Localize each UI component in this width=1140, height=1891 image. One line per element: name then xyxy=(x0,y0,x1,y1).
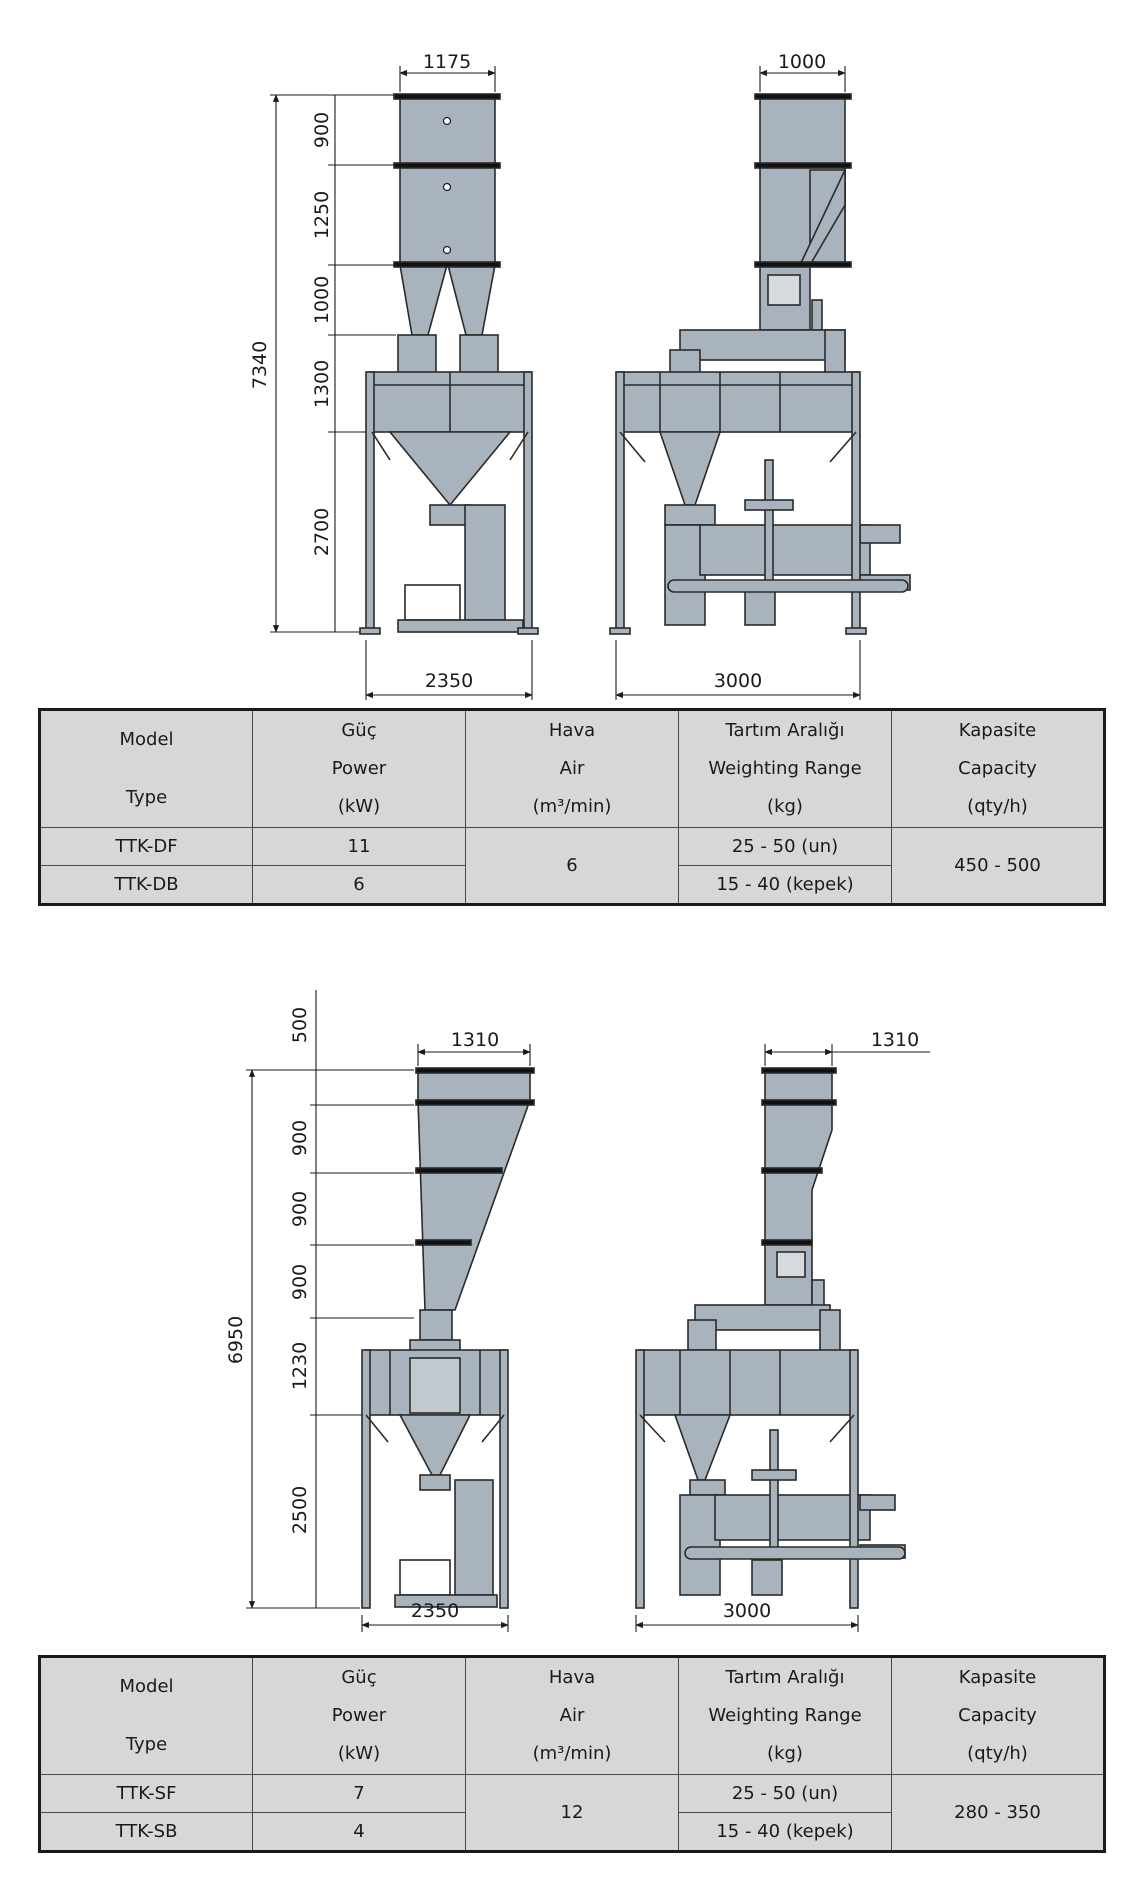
dim-top-right: 1310 xyxy=(871,1029,919,1051)
cell-air: 6 xyxy=(465,827,679,905)
dim-section: 2500 xyxy=(289,1486,311,1534)
cell-capacity: 450 - 500 xyxy=(891,827,1105,905)
dim-top-left: 1310 xyxy=(451,1029,499,1051)
dim-section: 900 xyxy=(289,1120,311,1156)
dim-bottom-left: 2350 xyxy=(425,670,473,692)
dim-section: 1300 xyxy=(311,360,333,408)
dim-section: 500 xyxy=(289,1007,311,1043)
dim-section: 1250 xyxy=(311,191,333,239)
dim-section: 2700 xyxy=(311,508,333,556)
drawing-dual-bagger: 1175 1000 2350 3000 7340 900 1250 1000 1… xyxy=(249,51,911,700)
table-row: TTK-DB 6 15 - 40 (kepek) xyxy=(39,865,1105,905)
cell-model: TTK-SF xyxy=(39,1774,253,1813)
cell-power: 11 xyxy=(252,827,466,866)
cell-range: 25 - 50 (un) xyxy=(678,827,892,866)
side-view-machine xyxy=(635,1069,906,1609)
dim-section: 1230 xyxy=(289,1342,311,1390)
dim-total-height: 7340 xyxy=(249,341,271,389)
cell-air: 12 xyxy=(465,1774,679,1852)
cell-model: TTK-DF xyxy=(39,827,253,866)
cell-range: 15 - 40 (kepek) xyxy=(678,1812,892,1852)
cell-power: 7 xyxy=(252,1774,466,1813)
table-row: TTK-DF 11 6 25 - 50 (un) 450 - 500 xyxy=(39,827,1105,905)
cell-model: TTK-DB xyxy=(39,865,253,905)
cell-power: 6 xyxy=(252,865,466,905)
front-view-machine xyxy=(359,94,539,635)
dim-section: 900 xyxy=(289,1264,311,1300)
cell-capacity: 280 - 350 xyxy=(891,1774,1105,1852)
table-row: TTK-SB 4 15 - 40 (kepek) xyxy=(39,1812,1105,1852)
table-row: TTK-SF 7 12 25 - 50 (un) 280 - 350 xyxy=(39,1774,1105,1852)
drawing-single-bagger: 1310 1310 2350 3000 6950 500 900 900 900… xyxy=(225,990,930,1632)
cell-range: 25 - 50 (un) xyxy=(678,1774,892,1813)
dim-top-left: 1175 xyxy=(423,51,471,73)
cell-range: 15 - 40 (kepek) xyxy=(678,865,892,905)
side-view-machine xyxy=(609,94,911,635)
dim-section: 900 xyxy=(311,112,333,148)
dim-section: 1000 xyxy=(311,276,333,324)
dim-bottom-left: 2350 xyxy=(411,1600,459,1622)
cell-power: 4 xyxy=(252,1812,466,1852)
dim-total-height: 6950 xyxy=(225,1316,247,1364)
cell-model: TTK-SB xyxy=(39,1812,253,1852)
dim-top-right: 1000 xyxy=(778,51,826,73)
dim-section: 900 xyxy=(289,1191,311,1227)
dim-bottom-right: 3000 xyxy=(723,1600,771,1622)
dim-bottom-right: 3000 xyxy=(714,670,762,692)
front-view-machine xyxy=(361,1069,531,1609)
